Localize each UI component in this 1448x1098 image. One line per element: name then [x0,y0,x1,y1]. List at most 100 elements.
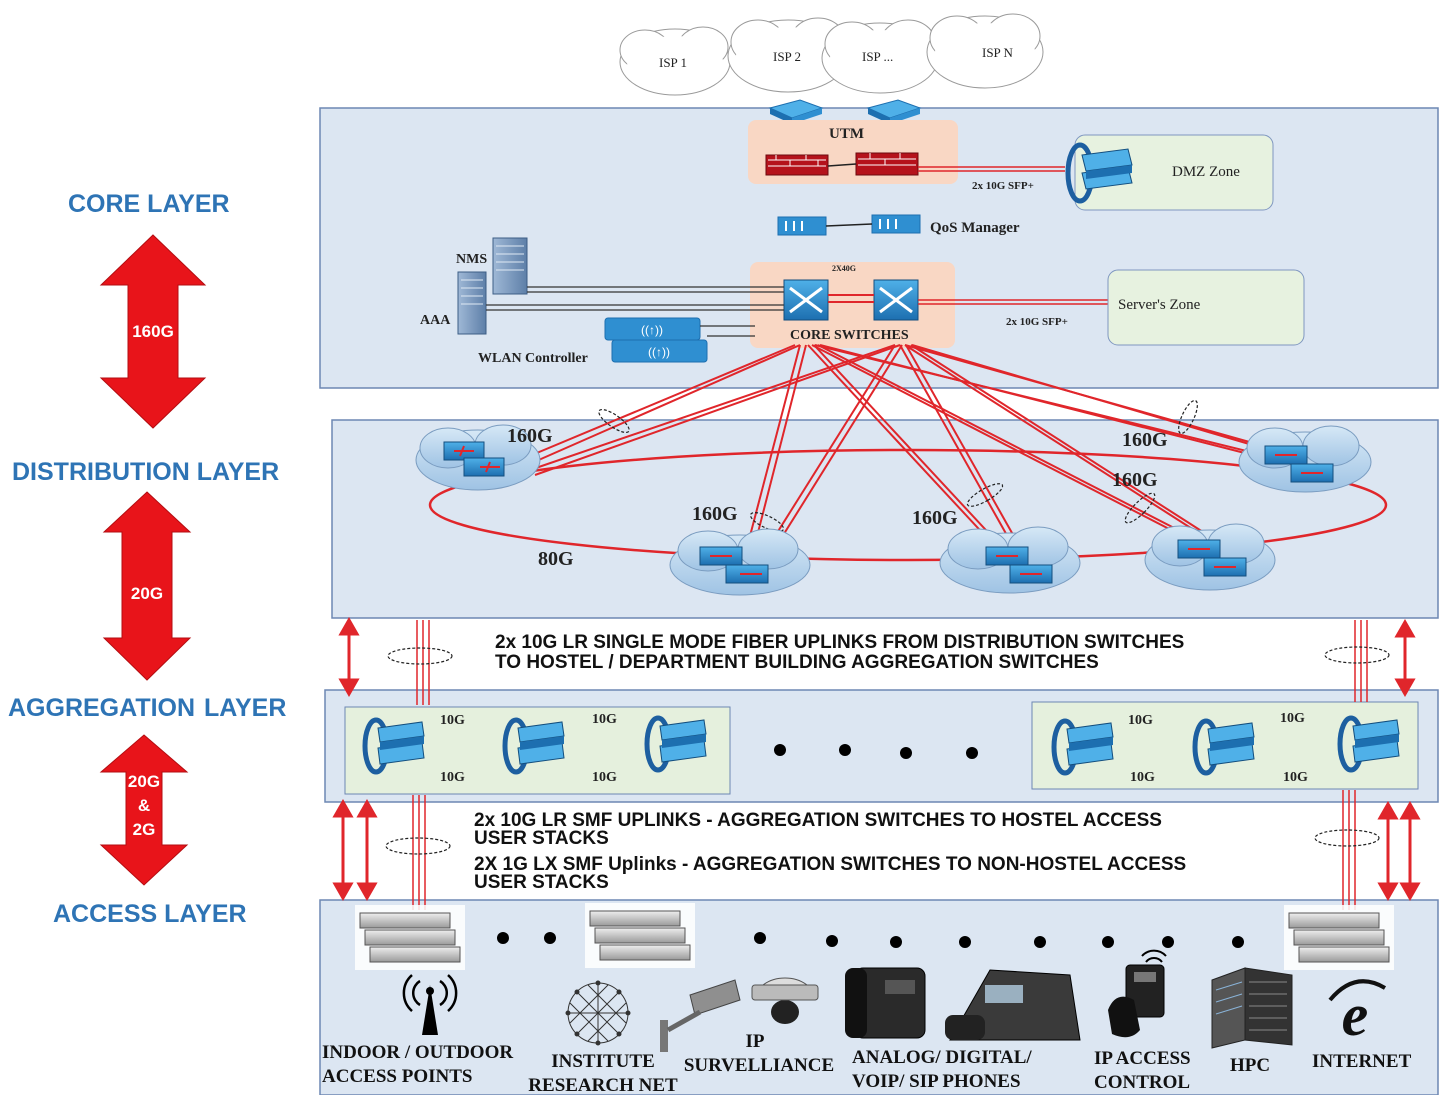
dmz-zone-label: DMZ Zone [1172,164,1240,180]
arrow-label-20g: 20G [130,584,164,603]
port-speed-label: 10G [592,770,617,785]
access-layer-label: ACCESS LAYER [53,900,247,928]
arrow-label-20g-2g: 20G & 2G [124,770,164,842]
device-label-line: IP [745,1031,765,1052]
uplink-description-line: 2x 10G LR SINGLE MODE FIBER UPLINKS FROM… [495,632,1185,653]
servers-zone-label: Server's Zone [1118,297,1201,313]
phone-icon [845,967,1081,1041]
aggregation-ellipsis-dots [774,744,978,759]
servers-link-label: 2x 10G SFP+ [1006,316,1068,328]
link-bundle-marks [598,399,1198,532]
port-speed-label: 10G [1130,770,1155,785]
device-label-line: IP ACCESS [1094,1048,1191,1069]
port-speed-label: 10G [1283,770,1308,785]
device-label-line: RESEARCH NET [528,1075,678,1096]
network-mesh-icon [565,980,631,1046]
isp-label: ISP N [982,45,1013,60]
server-links [486,286,784,337]
aggregation-layer-label: AGGREGATION LAYER [8,694,287,722]
core-layer-label: CORE LAYER [68,190,230,218]
wlan-controller-icon: ((↑)) ((↑)) [604,317,708,363]
fiber-bundle-marks [385,646,1390,855]
device-label-line: CONTROL [1094,1072,1191,1093]
servers-zone-box [1107,269,1305,346]
access-stack-icons [355,903,1394,970]
aggregation-switch-icons [362,715,1400,776]
uplink-description-line: TO HOSTEL / DEPARTMENT BUILDING AGGREGAT… [495,652,1099,673]
qos-manager-label: QoS Manager [930,220,1020,236]
core-distribution-arrow [99,234,207,429]
device-label-line: VOIP/ SIP PHONES [852,1071,1021,1092]
svg-text:((↑)): ((↑)) [641,323,663,337]
access-uplink-description: 2x 10G LR SMF UPLINKS - AGGREGATION SWIT… [474,810,1186,894]
internet-icon: e [1328,979,1387,1048]
device-label-line: ANALOG/ DIGITAL/ [852,1047,1032,1068]
device-label-line: SURVELLIANCE [683,1055,835,1076]
device-label-line: INTERNET [1312,1051,1412,1072]
wireless-ap-icon [402,974,458,1035]
device-label-access-control: IP ACCESS CONTROL [1094,1047,1191,1095]
core-distribution-links [519,344,1291,562]
distribution-node-clouds [415,424,1372,596]
port-speed-label: 10G [440,770,465,785]
uplink-arrows [332,616,1421,902]
core-switch-icon [783,279,919,321]
aaa-label: AAA [420,313,451,328]
uplink-description-line: USER STACKS [474,872,609,893]
port-speed-label: 10G [440,713,465,728]
dmz-link-label: 2x 10G SFP+ [972,180,1034,192]
device-label-access-points: INDOOR / OUTDOOR ACCESS POINTS [322,1041,513,1089]
link-speed-label: 160G [507,425,553,447]
firewall-icon [765,152,919,176]
link-speed-label: 160G [1112,469,1158,491]
link-speed-label: 160G [692,503,738,525]
camera-icon [660,977,819,1052]
nms-label: NMS [456,252,488,267]
access-ellipsis-dots [497,932,1244,948]
device-label-surveillance: IP SURVELLIANCE [678,1030,840,1078]
server-zone-links [918,299,1108,305]
svg-text:((↑)): ((↑)) [648,345,670,359]
qos-manager-icon [777,214,921,236]
arrow-label-line: 2G [132,820,156,839]
device-label-internet: INTERNET [1312,1050,1411,1074]
fiber-uplinks [412,620,1368,910]
uplink-description-line: USER STACKS [474,828,609,849]
isp-label: ISP 2 [773,49,802,64]
uplink-description-line: 2x 10G LR SMF UPLINKS - AGGREGATION SWIT… [474,810,1162,831]
dmz-switch-icon [1065,142,1133,204]
distribution-layer-label: DISTRIBUTION LAYER [12,458,280,486]
device-label-line: ACCESS POINTS [322,1066,473,1087]
link-speed-label: 160G [1122,429,1168,451]
port-speed-label: 10G [1280,711,1305,726]
distribution-ring [428,448,1388,562]
wlan-controller-label: WLAN Controller [478,351,588,366]
dmz-links [918,166,1065,172]
isp-clouds [619,13,1044,96]
svg-text:e: e [1342,982,1369,1048]
port-speed-label: 10G [592,712,617,727]
core-link-label: 2X40G [832,264,856,273]
device-label-research-net: INSTITUTE RESEARCH NET [522,1050,684,1098]
uplink-description: 2x 10G LR SINGLE MODE FIBER UPLINKS FROM… [495,633,1184,673]
isp-label: ISP 1 [659,55,688,70]
distribution-aggregation-arrow [102,491,192,681]
uplink-description-line: 2X 1G LX SMF Uplinks - AGGREGATION SWITC… [474,854,1187,875]
access-control-icon [1108,949,1167,1038]
server-rack-icon [1211,967,1293,1049]
utm-label: UTM [829,126,864,142]
core-switches-label: CORE SWITCHES [790,328,909,343]
device-label-line: INDOOR / OUTDOOR [322,1042,514,1063]
arrow-label-line: 20G [127,772,161,791]
device-label-phones: ANALOG/ DIGITAL/ VOIP/ SIP PHONES [852,1046,1032,1094]
aggregation-access-arrow [99,734,189,886]
device-label-line: INSTITUTE [551,1051,655,1072]
isp-label: ISP ... [862,49,894,64]
ring-speed-label: 80G [538,548,574,570]
port-speed-label: 10G [1128,713,1153,728]
device-label-hpc: HPC [1230,1054,1270,1078]
arrow-label-160g: 160G [132,322,174,341]
server-icon [457,237,528,335]
link-speed-label: 160G [912,507,958,529]
